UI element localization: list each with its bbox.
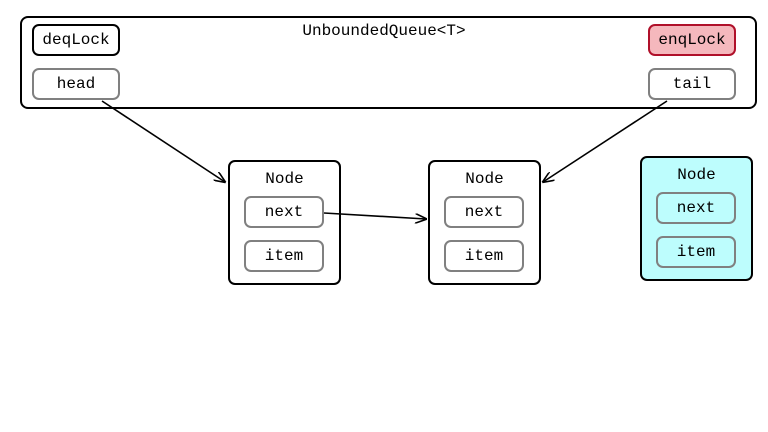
head-field: head bbox=[32, 68, 120, 100]
node-1-item-field: item bbox=[244, 240, 324, 272]
node-3-next-field: next bbox=[656, 192, 736, 224]
enq-lock-field: enqLock bbox=[648, 24, 736, 56]
head-pointer-arrow bbox=[101, 100, 225, 182]
node-1-label: Node bbox=[265, 170, 304, 188]
tail-field: tail bbox=[648, 68, 736, 100]
node-2-next-field: next bbox=[444, 196, 524, 228]
node-1-next-field: next bbox=[244, 196, 324, 228]
unbounded-queue-box bbox=[20, 16, 757, 109]
node-3-item-field: item bbox=[656, 236, 736, 268]
node-3-label: Node bbox=[677, 166, 716, 184]
node-2-label: Node bbox=[465, 170, 504, 188]
deq-lock-field: deqLock bbox=[32, 24, 120, 56]
queue-title: UnboundedQueue<T> bbox=[302, 22, 466, 40]
node-2-item-field: item bbox=[444, 240, 524, 272]
